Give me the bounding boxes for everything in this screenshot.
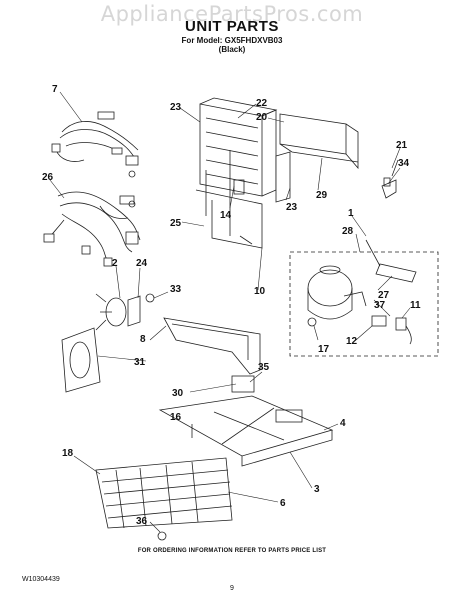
- callout-1: 1: [348, 208, 354, 219]
- callout-6: 6: [280, 498, 286, 509]
- wiring-harness-upper: [51, 111, 139, 178]
- evaporator-assembly: [195, 97, 278, 249]
- callout-23-upper: 23: [170, 102, 182, 113]
- callout-36: 36: [136, 516, 148, 527]
- callout-17: 17: [318, 344, 330, 355]
- condenser-fan-motor: [95, 293, 155, 331]
- callout-24: 24: [136, 258, 148, 269]
- condenser-dryer: [365, 239, 417, 283]
- callout-27: 27: [378, 290, 390, 301]
- callout-10: 10: [254, 286, 266, 297]
- callout-30: 30: [172, 388, 184, 399]
- callout-4: 4: [340, 418, 346, 429]
- compressor: [307, 265, 367, 320]
- callout-28: 28: [342, 226, 354, 237]
- watermark: AppliancePartsPros.com: [100, 2, 364, 26]
- machine-compartment-base: [158, 395, 334, 467]
- callout-21: 21: [396, 140, 408, 151]
- mounting-grommet: [307, 317, 317, 327]
- callout-29: 29: [316, 190, 328, 201]
- callout-8: 8: [140, 334, 146, 345]
- callout-14: 14: [220, 210, 232, 221]
- evaporator-cover: [279, 113, 359, 170]
- grommet-36: [157, 531, 167, 541]
- drain-trough: [163, 317, 261, 375]
- evaporator-bracket: [275, 151, 291, 203]
- model-info: For Model: GX5FHDXVB03 (Black): [0, 36, 464, 54]
- callout-20: 20: [256, 112, 268, 123]
- fan-shroud-opening: [69, 341, 91, 379]
- page-number: 9: [230, 585, 234, 592]
- callout-16: 16: [170, 412, 182, 423]
- fan-shroud: [61, 327, 101, 393]
- callout-11: 11: [410, 300, 421, 311]
- callout-22: 22: [256, 98, 268, 109]
- relay-overload: [371, 315, 412, 345]
- document-number: W10304439: [22, 576, 60, 583]
- callout-35: 35: [258, 362, 270, 373]
- page-title: UNIT PARTS: [185, 18, 279, 35]
- callout-3: 3: [314, 484, 320, 495]
- sensor-bracket: [381, 159, 399, 199]
- callout-37: 37: [374, 300, 386, 311]
- callout-33: 33: [170, 284, 182, 295]
- callout-25: 25: [170, 218, 182, 229]
- compressor-compartment-frame: [289, 251, 439, 357]
- wiring-harness-lower: [43, 191, 141, 267]
- drain-tube: [231, 375, 255, 393]
- callout-23-lower: 23: [286, 202, 298, 213]
- callout-12: 12: [346, 336, 358, 347]
- callout-26: 26: [42, 172, 54, 183]
- color-line: (Black): [218, 45, 246, 54]
- callout-18: 18: [62, 448, 74, 459]
- model-line: For Model: GX5FHDXVB03: [181, 36, 283, 45]
- callout-2: 2: [112, 258, 118, 269]
- callout-7: 7: [52, 84, 58, 95]
- callout-31: 31: [134, 357, 146, 368]
- condenser-coil: [95, 457, 233, 529]
- ordering-note: FOR ORDERING INFORMATION REFER TO PARTS …: [137, 548, 327, 554]
- callout-34: 34: [398, 158, 410, 169]
